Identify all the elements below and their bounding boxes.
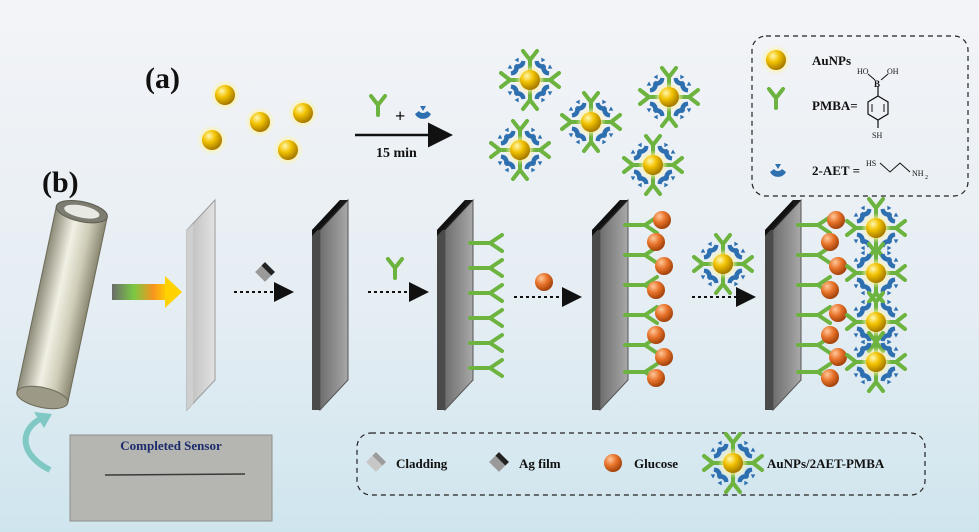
svg-text:HS: HS <box>866 159 876 168</box>
final-sensor-slab <box>764 199 905 411</box>
svg-text:NH: NH <box>912 169 924 178</box>
legend-conjugate-icon <box>704 434 762 492</box>
legend-aunps-icon <box>761 45 791 75</box>
gold-nanoparticles-group <box>197 80 318 165</box>
ag-film-slab <box>311 199 349 411</box>
light-beam-arrow <box>112 276 182 308</box>
conjugate-particle <box>501 51 559 109</box>
ag-film-reagent-icon <box>255 262 275 282</box>
curved-arrow-head <box>34 412 52 428</box>
pmba-slab <box>436 199 504 411</box>
cladding-slab <box>186 199 216 411</box>
gold-nanoparticle <box>273 135 303 165</box>
conjugate-particle <box>491 121 549 179</box>
conjugate-particle <box>562 93 620 151</box>
svg-text:SH: SH <box>872 131 882 140</box>
panel-b-label: (b) <box>42 166 79 199</box>
optical-fiber-tube <box>16 199 108 410</box>
conjugate-particle <box>640 68 698 126</box>
panel-a-label: (a) <box>145 62 180 95</box>
svg-text:OH: OH <box>887 67 899 76</box>
aet-reagent-icon <box>415 106 431 119</box>
photo-caption: Completed Sensor <box>120 438 222 453</box>
gold-nanoparticle <box>288 98 318 128</box>
svg-text:B: B <box>874 79 880 89</box>
pmba-step-icon <box>386 257 404 280</box>
legend-pmba-icon <box>767 87 785 110</box>
plus-sign: + <box>395 106 405 126</box>
legend-conjugate-label: AuNPs/2AET-PMBA <box>767 456 885 471</box>
legend-ag-film-label: Ag film <box>519 456 561 471</box>
pmba-structure: B HO OH SH <box>857 67 899 140</box>
sensor-photo <box>69 434 273 522</box>
pmba-reagent-icon <box>369 94 387 117</box>
bottom-legend-box <box>356 432 926 496</box>
svg-text:HO: HO <box>857 67 869 76</box>
legend-cladding-label: Cladding <box>396 456 448 471</box>
legend-ag-film-icon <box>489 452 509 472</box>
glucose-step-icon <box>535 273 553 291</box>
legend-glucose-label: Glucose <box>634 456 678 471</box>
gold-nanoparticle <box>197 125 227 155</box>
legend-aet-icon <box>770 164 786 177</box>
legend-pmba-label: PMBA= <box>812 98 858 113</box>
top-legend-box <box>751 35 969 197</box>
aet-structure: HS NH 2 <box>866 159 928 181</box>
conjugates-group <box>491 51 698 194</box>
legend-cladding-icon <box>366 452 386 472</box>
legend-glucose-icon <box>604 454 622 472</box>
glucose-slab <box>591 199 673 411</box>
gold-nanoparticle <box>210 80 240 110</box>
conjugate-particle <box>624 136 682 194</box>
sensor-fiber-line <box>104 473 246 476</box>
svg-text:2: 2 <box>925 175 928 181</box>
conjugate-step-icon <box>694 235 752 293</box>
curved-arrow <box>22 415 52 473</box>
reaction-time: 15 min <box>376 146 417 161</box>
gold-nanoparticle <box>245 107 275 137</box>
legend-aunps-label: AuNPs <box>812 53 851 68</box>
legend-aet-label: 2-AET = <box>812 163 860 178</box>
